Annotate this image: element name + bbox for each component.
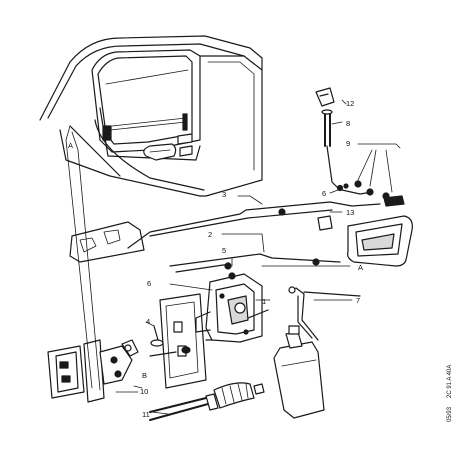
- latch-bracket: [159, 293, 213, 389]
- screw-4: [149, 325, 191, 357]
- label-part-13: 13: [346, 208, 354, 217]
- label-part-7: 7: [356, 296, 360, 305]
- label-part-4: 4: [146, 317, 150, 326]
- striker-10: [47, 339, 139, 403]
- label-part-11: 11: [142, 410, 150, 419]
- footer-reference: 05/93 2C 91 A 40A: [447, 365, 453, 422]
- label-part-5: 5: [222, 246, 226, 255]
- part-labels: 1 2 3 4 5 6 6 7 8 9 10 11 12 13 A A B: [68, 99, 363, 419]
- label-part-2: 2: [208, 230, 212, 239]
- part-13-clip: [317, 215, 333, 231]
- label-part-3: 3: [222, 190, 226, 199]
- fasteners: [224, 183, 349, 280]
- footer-date: 05/93: [447, 406, 453, 422]
- label-part-6-left: 6: [147, 279, 151, 288]
- leader-lines: [65, 99, 401, 415]
- car-body-outline: [39, 35, 263, 263]
- cable-11: [149, 382, 265, 421]
- label-part-12: 12: [346, 99, 354, 108]
- label-ref-a-right: A: [358, 263, 363, 272]
- lock-cylinder-8-12: [315, 87, 390, 200]
- rod-3: [127, 201, 381, 249]
- rod-7: [288, 286, 361, 341]
- label-part-8: 8: [346, 119, 350, 128]
- door-latch-1: [195, 273, 269, 343]
- label-ref-b: B: [142, 371, 147, 380]
- label-ref-a-left: A: [68, 141, 73, 150]
- rod-2: [169, 253, 341, 273]
- label-part-1: 1: [262, 297, 266, 306]
- label-part-9: 9: [346, 139, 350, 148]
- label-part-10: 10: [140, 387, 148, 396]
- label-part-6-right: 6: [322, 189, 326, 198]
- footer-code: 2C 91 A 40A: [447, 365, 453, 398]
- lubricant-bottle: [273, 325, 325, 419]
- exterior-handle: [347, 195, 413, 267]
